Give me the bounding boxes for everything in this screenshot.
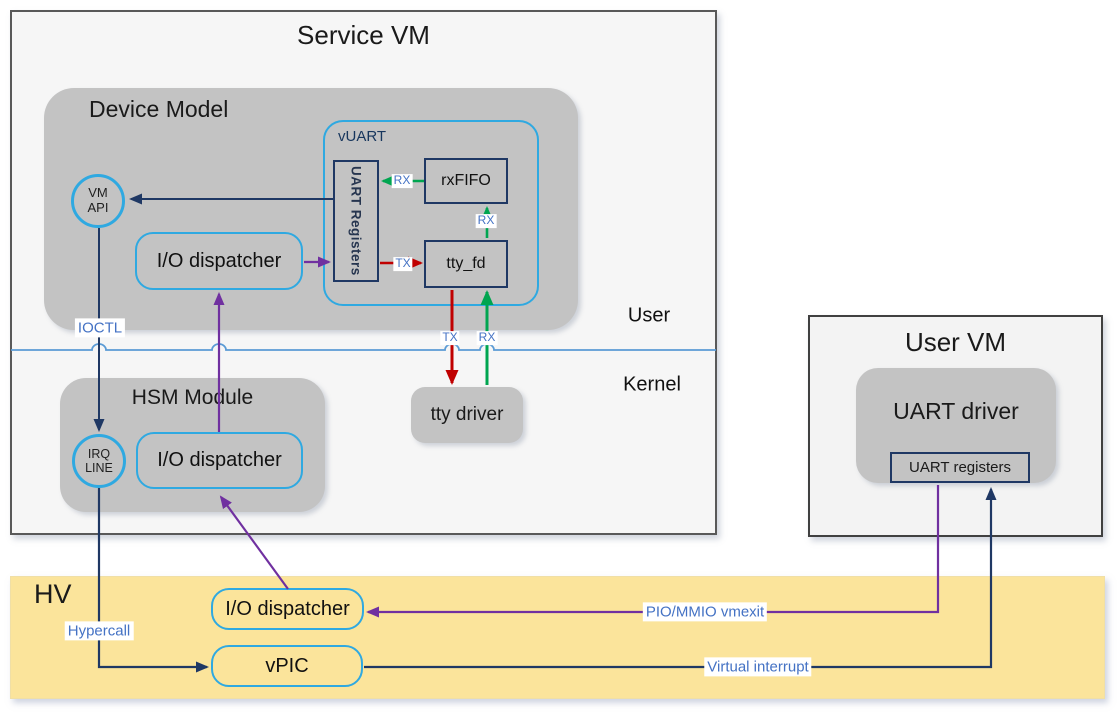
irq-line-line1: IRQ — [87, 447, 111, 461]
uvm-uart-registers-box: UART registers — [890, 452, 1030, 483]
device-model-title: Device Model — [89, 96, 229, 122]
hv-title: HV — [34, 579, 72, 609]
rxfifo-label: rxFIFO — [441, 172, 491, 189]
uvm-uart-registers-label: UART registers — [909, 459, 1011, 476]
irq-line-circle: IRQ LINE — [72, 434, 126, 488]
vuart-box — [323, 120, 539, 306]
vm-api-circle: VM API — [71, 174, 125, 228]
dm-io-dispatcher: I/O dispatcher — [135, 232, 303, 290]
hsm-io-dispatcher: I/O dispatcher — [136, 432, 303, 489]
service-vm-title: Service VM — [297, 20, 430, 50]
vm-api-line1: VM — [88, 185, 108, 201]
ioctl-label: IOCTL — [74, 318, 126, 338]
uart-registers-box: UART Registers — [333, 160, 379, 282]
hv-io-dispatcher-label: I/O dispatcher — [225, 597, 350, 620]
hv-io-dispatcher: I/O dispatcher — [211, 588, 364, 630]
hv-box — [10, 576, 1105, 699]
vm-api-line2: API — [87, 200, 109, 215]
hypercall-label: Hypercall — [64, 621, 134, 641]
dm-io-dispatcher-label: I/O dispatcher — [156, 249, 282, 272]
uart-registers-label: UART Registers — [348, 166, 364, 276]
vuart-title: vUART — [338, 128, 387, 145]
hsm-module-title: HSM Module — [131, 386, 254, 409]
hsm-io-dispatcher-label: I/O dispatcher — [157, 449, 282, 471]
pio-mmio-vmexit-label: PIO/MMIO vmexit — [642, 602, 768, 622]
virtual-interrupt-label: Virtual interrupt — [704, 657, 812, 677]
tty-driver-box: tty driver — [411, 387, 523, 443]
kernel-zone-label: Kernel — [623, 373, 681, 396]
tx-label-vuart: TX — [393, 256, 413, 271]
tty-fd-box: tty_fd — [424, 240, 508, 288]
user-vm-title: User VM — [904, 327, 1007, 357]
rxfifo-box: rxFIFO — [424, 158, 508, 204]
rx-label-vuart-mid: RX — [475, 213, 497, 228]
rx-label-vuart-left: RX — [391, 173, 413, 188]
irq-line-line2: LINE — [85, 461, 113, 475]
vpic-box: vPIC — [211, 645, 363, 687]
rx-label-kernel: RX — [476, 330, 498, 345]
tty-driver-label: tty driver — [430, 404, 504, 425]
vpic-label: vPIC — [265, 654, 309, 677]
tx-label-kernel: TX — [440, 330, 460, 345]
user-zone-label: User — [627, 304, 671, 327]
tty-fd-label: tty_fd — [446, 255, 486, 272]
uart-driver-title: UART driver — [893, 398, 1019, 424]
